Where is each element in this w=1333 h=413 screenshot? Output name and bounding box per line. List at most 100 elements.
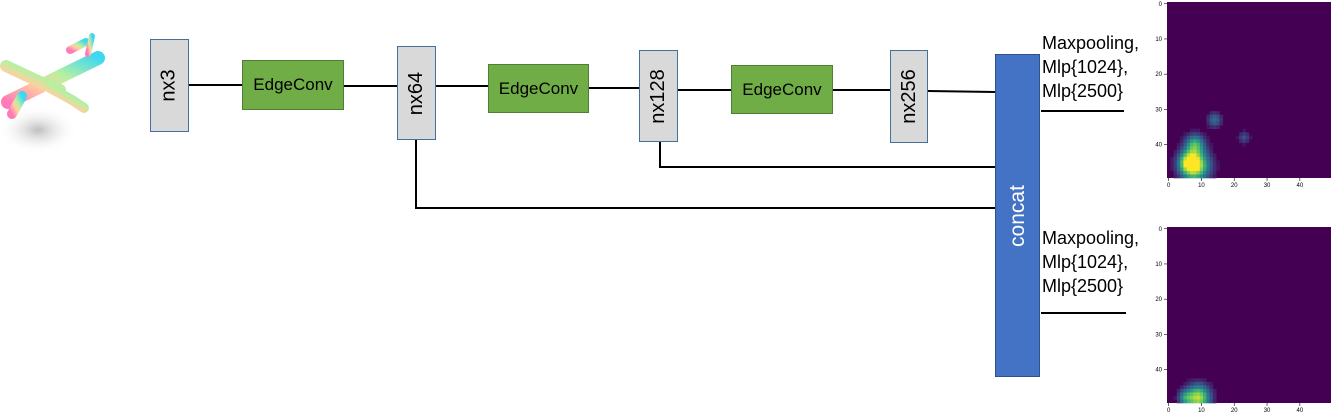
heatmap-cell (1186, 378, 1191, 383)
heatmap-cell (1186, 153, 1191, 158)
heatmap-cell (1245, 135, 1250, 140)
point-cloud-airplane-icon (0, 33, 105, 154)
x-tick-label: 20 (1231, 408, 1238, 413)
edgeconv-block-1: EdgeConv (242, 60, 344, 110)
heatmap-cell (1196, 174, 1201, 179)
heatmap-cell (1193, 160, 1197, 165)
heatmap-cell (1199, 378, 1204, 383)
heatmap-cell (1193, 392, 1197, 397)
heatmap-cell (1199, 163, 1204, 168)
y-tick-label: 20 (1155, 72, 1162, 78)
heatmap-cell (1183, 156, 1187, 161)
heatmap-cell (1189, 381, 1194, 386)
head-label-2: Maxpooling, Mlp{1024}, Mlp{2500} (1042, 226, 1139, 298)
heatmap-cell (1245, 132, 1250, 137)
heatmap-cell (1189, 163, 1194, 168)
tensor-nx64: nx64 (397, 46, 436, 140)
heatmap-cell (1176, 167, 1181, 172)
heatmap-cell (1216, 160, 1220, 165)
heatmap-cell (1180, 156, 1184, 161)
heatmap-cell (1186, 139, 1191, 144)
heatmap-cell (1219, 118, 1224, 122)
heatmap-cell (1199, 381, 1204, 386)
line-nx256-concat (927, 90, 996, 93)
y-tick-label: 0 (1159, 227, 1163, 233)
heatmap-cell (1203, 399, 1207, 404)
heatmap-cell (1183, 132, 1187, 137)
heatmap-cell (1203, 392, 1207, 397)
heatmap-cell (1199, 146, 1204, 151)
heatmap-cell (1186, 174, 1191, 179)
heatmap-cell (1206, 135, 1210, 140)
heatmap-cell (1193, 395, 1197, 400)
heatmap-cell (1186, 388, 1191, 393)
heatmap-cell (1189, 156, 1194, 161)
heatmap-cell (1203, 163, 1207, 168)
heatmap-cell (1189, 378, 1194, 383)
heatmap-cell (1239, 135, 1243, 140)
heatmap-cell (1219, 114, 1224, 119)
heatmap-cell (1193, 132, 1197, 137)
heatmap-cell (1216, 121, 1220, 126)
heatmap-cell (1203, 174, 1207, 179)
heatmap-cell (1209, 170, 1214, 175)
heatmap-cell (1249, 135, 1253, 140)
heatmap-cell (1216, 163, 1220, 168)
heatmap-cell (1209, 399, 1214, 404)
heatmap-cell (1189, 139, 1194, 144)
heatmap-cell (1173, 160, 1178, 165)
heatmap-cell (1189, 153, 1194, 158)
heatmap-cell (1206, 163, 1210, 168)
heatmap-cell (1180, 170, 1184, 175)
tensor-nx128-label: nx128 (647, 68, 669, 124)
heatmap-cell (1193, 381, 1197, 386)
heatmap-cell (1173, 163, 1178, 168)
heatmap-cell (1212, 163, 1217, 168)
heatmap-cell (1180, 392, 1184, 397)
heatmap-cell (1203, 156, 1207, 161)
heatmap-cell (1212, 156, 1217, 161)
heatmap-cell (1242, 128, 1247, 133)
heatmap-cell (1176, 142, 1181, 147)
heatmap-cell (1176, 395, 1181, 400)
heatmap-cell (1199, 167, 1204, 172)
x-tick-label: 0 (1167, 183, 1171, 188)
x-tick-label: 10 (1198, 183, 1205, 188)
heatmap-cell (1216, 114, 1220, 119)
heatmap-cell (1242, 142, 1247, 147)
heatmap-cell (1212, 160, 1217, 165)
heatmap-cell (1193, 128, 1197, 133)
heatmap-cell (1203, 146, 1207, 151)
heatmap-cell (1199, 139, 1204, 144)
heatmap-cell (1203, 385, 1207, 390)
heatmap-2-background (1167, 227, 1331, 403)
heatmap-cell (1209, 121, 1214, 126)
heatmap-cell (1209, 160, 1214, 165)
heatmap-cell (1193, 135, 1197, 140)
heatmap-cell (1189, 170, 1194, 175)
tensor-nx64-label: nx64 (405, 71, 427, 115)
heatmap-cell (1183, 153, 1187, 158)
skip-nx64-concat (415, 139, 995, 209)
tensor-nx3-label: nx3 (158, 69, 180, 102)
heatmap-cell (1206, 125, 1210, 130)
heatmap-cell (1186, 142, 1191, 147)
heatmap-cell (1176, 160, 1181, 165)
heatmap-cell (1196, 142, 1201, 147)
heatmap-cell (1189, 160, 1194, 165)
heatmap-cell (1239, 132, 1243, 137)
heatmap-cell (1209, 142, 1214, 147)
x-tick-label: 10 (1198, 408, 1205, 413)
heatmap-cell (1180, 388, 1184, 393)
head-label-1: Maxpooling, Mlp{1024}, Mlp{2500} (1042, 31, 1139, 103)
heatmap-cell (1173, 170, 1178, 175)
heatmap-cell (1203, 381, 1207, 386)
heatmap-cell (1206, 167, 1210, 172)
heatmap-cell (1206, 385, 1210, 390)
heatmap-cell (1206, 139, 1210, 144)
heatmap-cell (1206, 174, 1210, 179)
skip-nx128-concat (659, 142, 995, 168)
heatmap-cell (1186, 385, 1191, 390)
heatmap-cell (1203, 170, 1207, 175)
